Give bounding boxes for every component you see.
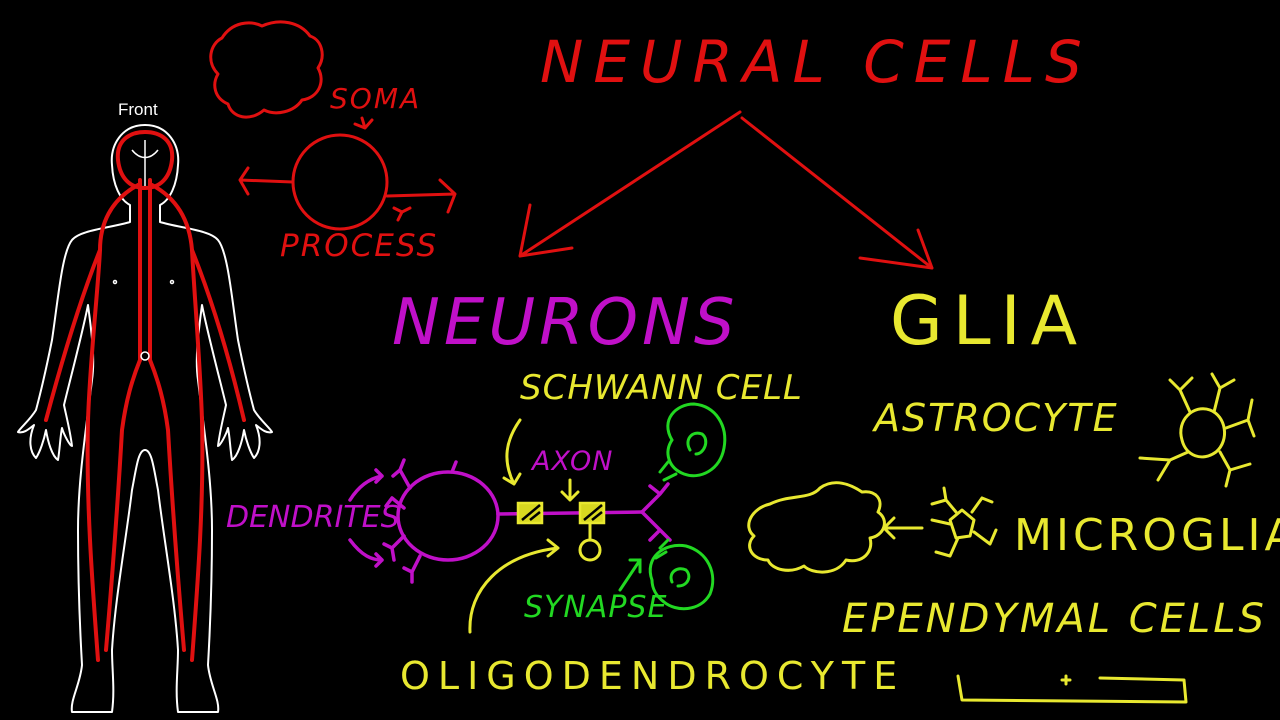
- soma-blob-scribble: [209, 20, 324, 119]
- astrocyte-drawing: [1138, 372, 1256, 488]
- label-soma: SOMA: [330, 82, 422, 115]
- soma-pointer-arrow: [353, 116, 374, 130]
- label-process: PROCESS: [280, 228, 439, 264]
- label-axon: AXON: [532, 446, 614, 477]
- arrow-to-neurons: [518, 110, 742, 258]
- axon-terminal-upper: [640, 482, 670, 514]
- label-dendrites: DENDRITES: [226, 500, 400, 535]
- label-microglia: MICROGLIA: [1014, 510, 1280, 561]
- schwann-pointer-arrow: [502, 418, 522, 486]
- axon-terminal-lower: [640, 510, 672, 542]
- label-synapse: SYNAPSE: [524, 590, 668, 625]
- head-outline: [17, 124, 273, 713]
- label-oligodendrocyte: OLIGODENDROCYTE: [400, 654, 906, 698]
- human-body-figure: [17, 124, 273, 713]
- target-cell-lower: [648, 543, 715, 611]
- axon-pointer-arrow: [560, 478, 580, 502]
- ependymal-cells-drawing: [956, 674, 1188, 704]
- oligodendrocyte-pointer-arrow: [468, 538, 560, 634]
- process-pointer-arrow: [392, 206, 412, 222]
- synapse-pointer-arrow: [618, 558, 642, 592]
- target-cell-upper: [666, 402, 727, 478]
- right-process: [385, 178, 457, 214]
- body-figure-label: Front: [118, 100, 158, 119]
- microglia-drawing: [930, 486, 998, 558]
- label-schwann-cell: SCHWANN CELL: [520, 368, 803, 408]
- left-process: [238, 166, 295, 196]
- label-astrocyte: ASTROCYTE: [874, 396, 1119, 440]
- microglia-arrow: [882, 516, 924, 540]
- neuron-cell-body: [396, 470, 500, 562]
- spinal-cord: [138, 178, 152, 362]
- label-ependymal-cells: EPENDYMAL CELLS: [842, 596, 1267, 642]
- arrow-to-glia: [740, 116, 934, 270]
- title-neural-cells: NEURAL CELLS: [540, 28, 1092, 96]
- title-neurons: NEURONS: [392, 286, 739, 360]
- microglia-activated-blob: [747, 481, 886, 574]
- title-glia: GLIA: [890, 282, 1088, 361]
